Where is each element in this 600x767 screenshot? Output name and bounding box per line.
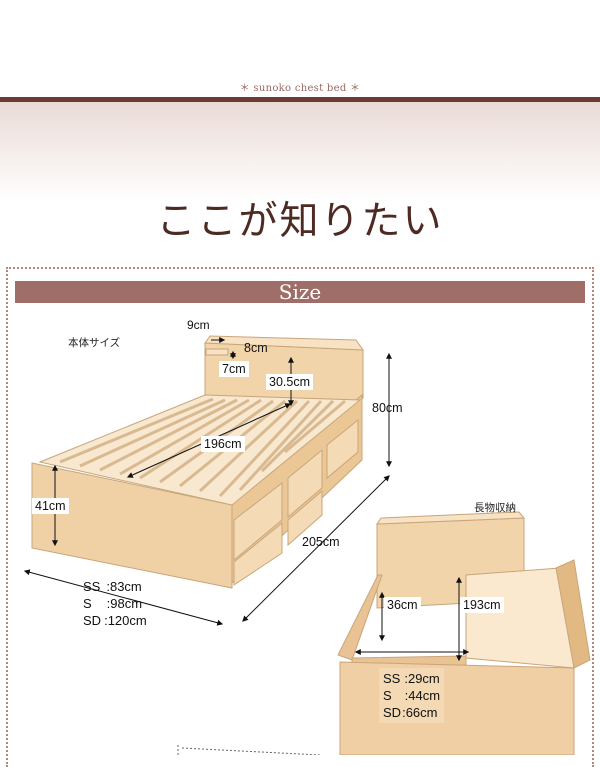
dim-inner-length: 193cm	[460, 597, 504, 613]
storage-width-row-ss: SS:29cm	[383, 671, 440, 686]
dim-slat-length: 196cm	[201, 436, 245, 452]
section-title: Size	[278, 280, 322, 304]
section-title-bar: Size	[15, 281, 585, 303]
width-row-ss: SS:83cm	[83, 579, 142, 594]
storage-bed-dimensions	[354, 576, 470, 662]
width-row-s: S:98cm	[83, 596, 143, 611]
storage-width-row-s: S:44cm	[383, 688, 441, 703]
storage-bed-drawing	[337, 511, 591, 755]
storage-bed-widths: SS:29cm S:44cm SD:66cm	[379, 668, 445, 723]
dim-shelf-top: 9cm	[187, 318, 210, 332]
content-frame	[6, 267, 594, 767]
dim-side-height: 41cm	[32, 498, 69, 514]
main-bed-dimensions	[23, 337, 392, 626]
header-divider	[0, 97, 600, 102]
dim-shelf-inner: 7cm	[219, 361, 249, 377]
storage-width-row-sd: SD:66cm	[383, 705, 438, 720]
storage-bed-caption: 長物収納	[474, 502, 516, 514]
width-row-sd: SD:120cm	[83, 613, 147, 628]
main-bed-widths: SS:83cm S:98cm SD:120cm	[83, 578, 147, 629]
header-band	[0, 102, 600, 202]
dim-shelf-depth: 8cm	[244, 341, 268, 355]
brand-line: ＊ sunoko chest bed ＊	[239, 83, 361, 94]
dim-total-length: 205cm	[302, 535, 340, 549]
dim-total-height: 80cm	[372, 401, 403, 415]
main-bed-drawing	[31, 335, 364, 589]
main-bed-caption: 本体サイズ	[68, 337, 121, 349]
next-section-hint	[177, 745, 321, 755]
page-title: ここが知りたい	[156, 199, 444, 244]
dim-inner-depth: 36cm	[384, 597, 421, 613]
dim-headboard-upper: 30.5cm	[266, 374, 313, 390]
